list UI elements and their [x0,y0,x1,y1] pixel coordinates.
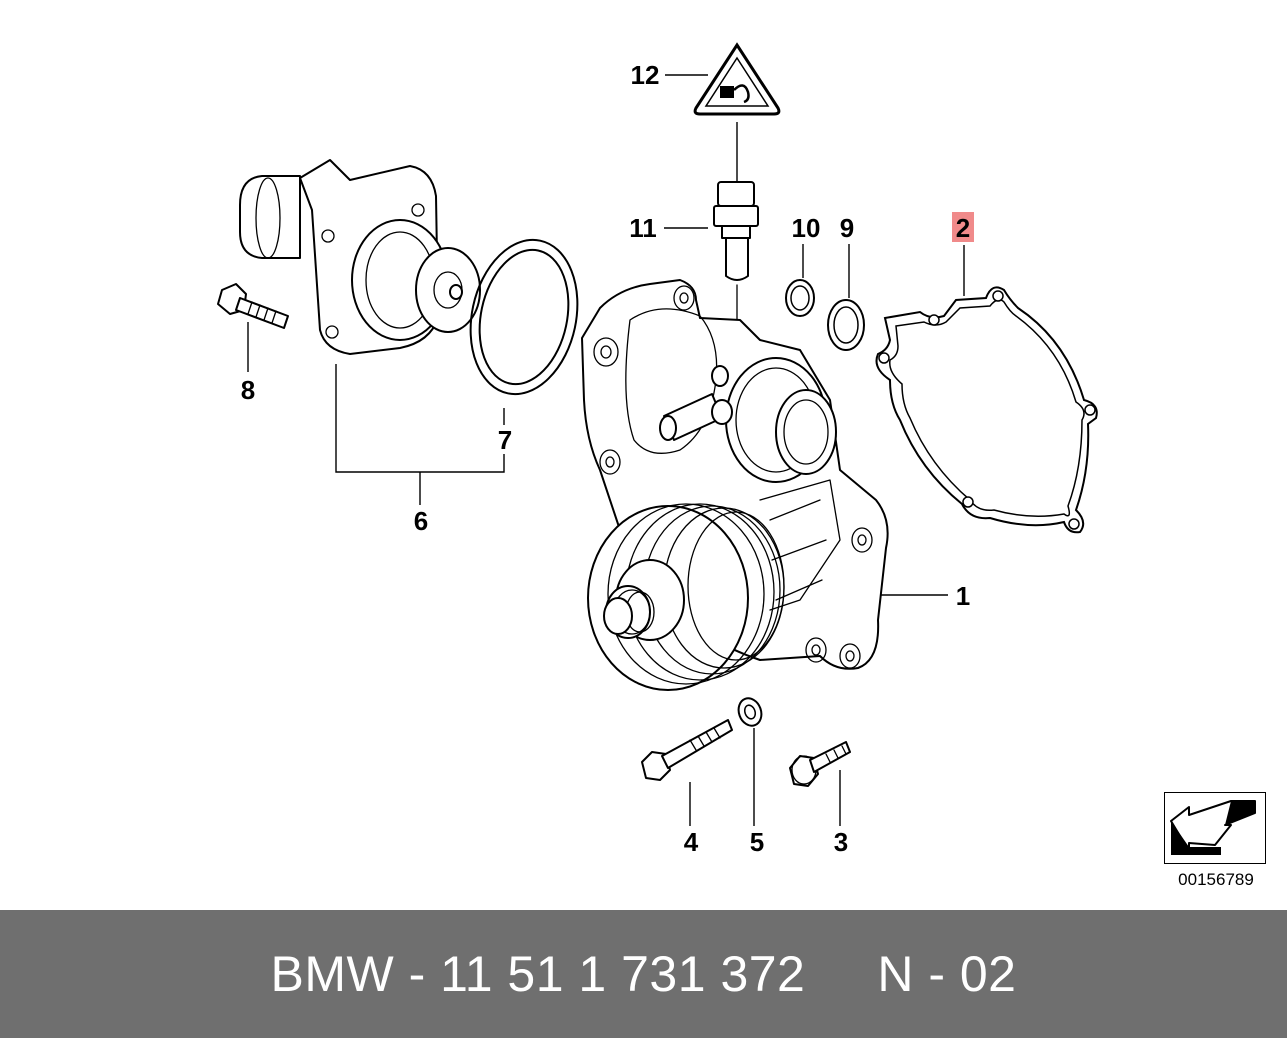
direction-arrow-icon [1170,800,1256,855]
water-pump-part-1 [581,279,889,691]
parts-diagram: 12 11 10 9 2 1 8 7 6 4 5 3 [217,42,1098,857]
callout-2: 2 [956,213,970,243]
o-ring-part-7 [469,238,579,396]
bolt-part-8 [217,283,289,329]
callout-8: 8 [241,375,255,405]
callout-10: 10 [792,213,821,243]
callout-12: 12 [631,60,660,90]
thermostat-housing [239,159,481,355]
footer-bar: BMW - 11 51 1 731 372 N - 02 [0,910,1287,1038]
leader-lines [247,74,965,826]
callout-4: 4 [684,827,699,857]
callout-9: 9 [840,213,854,243]
gasket-part-2 [875,286,1098,534]
part-number-label: BMW - 11 51 1 731 372 N - 02 [270,946,1017,1002]
callout-5: 5 [750,827,764,857]
callout-6: 6 [414,506,428,536]
callout-3: 3 [834,827,848,857]
seal-ring-part-10 [785,279,815,317]
diagram-number: 00156789 [1178,870,1254,889]
warning-triangle-sensor-icon [693,42,781,116]
callout-1: 1 [956,581,970,611]
callout-11: 11 [629,213,657,243]
orientation-box [1164,792,1266,864]
seal-ring-part-9 [827,299,865,351]
washer-part-5 [737,697,763,727]
bolt-part-4 [641,719,733,781]
bolt-part-3 [789,741,851,787]
callout-7: 7 [498,425,512,455]
callout-highlight [952,212,974,242]
